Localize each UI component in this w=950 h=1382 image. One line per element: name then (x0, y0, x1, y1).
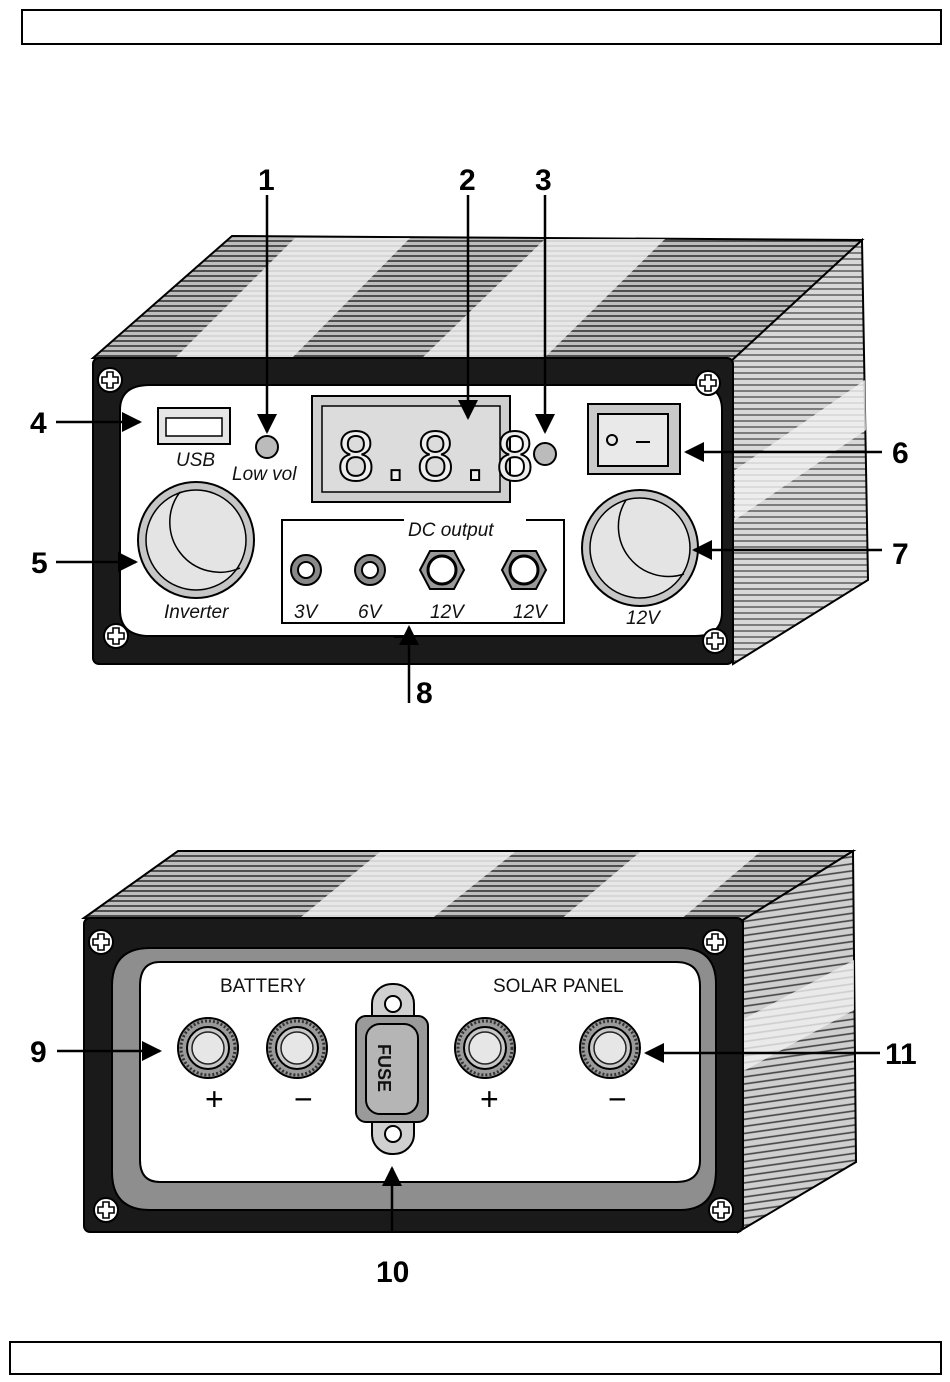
dc-jack-6v (355, 555, 385, 585)
screw-icon (104, 624, 128, 648)
callout-9: 9 (30, 1036, 47, 1069)
callout-7: 7 (892, 538, 909, 571)
solar-panel-label: SOLAR PANEL (493, 976, 624, 997)
battery-minus-sign: − (294, 1081, 313, 1117)
callout-8: 8 (416, 677, 433, 710)
callout-6: 6 (892, 437, 909, 470)
battery-plus-sign: + (205, 1081, 224, 1117)
jack-3v-label: 3V (294, 602, 320, 623)
callout-3: 3 (535, 164, 552, 197)
dc-output-label: DC output (408, 520, 494, 541)
callout-10: 10 (376, 1256, 409, 1289)
low-vol-label: Low vol (232, 464, 297, 485)
jack-12v-b-label: 12V (513, 602, 549, 623)
dc-jack-3v (291, 555, 321, 585)
screw-icon (703, 930, 727, 954)
callout-4: 4 (30, 407, 47, 440)
callout-5: 5 (31, 547, 48, 580)
socket-12v-label: 12V (626, 608, 662, 629)
screw-icon (89, 930, 113, 954)
screw-icon (703, 629, 727, 653)
display-digits: 8.8.8 (336, 419, 535, 496)
solar-minus-sign: − (608, 1081, 627, 1117)
callout-11: 11 (885, 1038, 917, 1071)
front-view: USB Low vol 8.8.8 Inverter 12V DC output (30, 164, 909, 710)
indicator-led (534, 443, 556, 465)
inverter-label: Inverter (164, 602, 229, 623)
battery-label: BATTERY (220, 976, 306, 997)
low-voltage-led (256, 436, 278, 458)
back-view: BATTERY SOLAR PANEL + − + − FUSE 9 10 11 (30, 851, 917, 1289)
jack-6v-label: 6V (358, 602, 384, 623)
jack-12v-a-label: 12V (430, 602, 466, 623)
battery-minus-terminal (267, 1018, 327, 1078)
screw-icon (709, 1198, 733, 1222)
callout-2: 2 (459, 164, 476, 197)
screw-icon (98, 368, 122, 392)
solar-minus-terminal (580, 1018, 640, 1078)
solar-plus-terminal (455, 1018, 515, 1078)
dc-jack-12v-a (420, 551, 464, 589)
callout-1: 1 (258, 164, 275, 197)
dc-jack-12v-b (502, 551, 546, 589)
solar-plus-sign: + (480, 1081, 499, 1117)
screw-icon (696, 371, 720, 395)
usb-label: USB (176, 450, 215, 471)
battery-plus-terminal (178, 1018, 238, 1078)
fuse-label: FUSE (374, 1044, 394, 1092)
screw-icon (94, 1198, 118, 1222)
